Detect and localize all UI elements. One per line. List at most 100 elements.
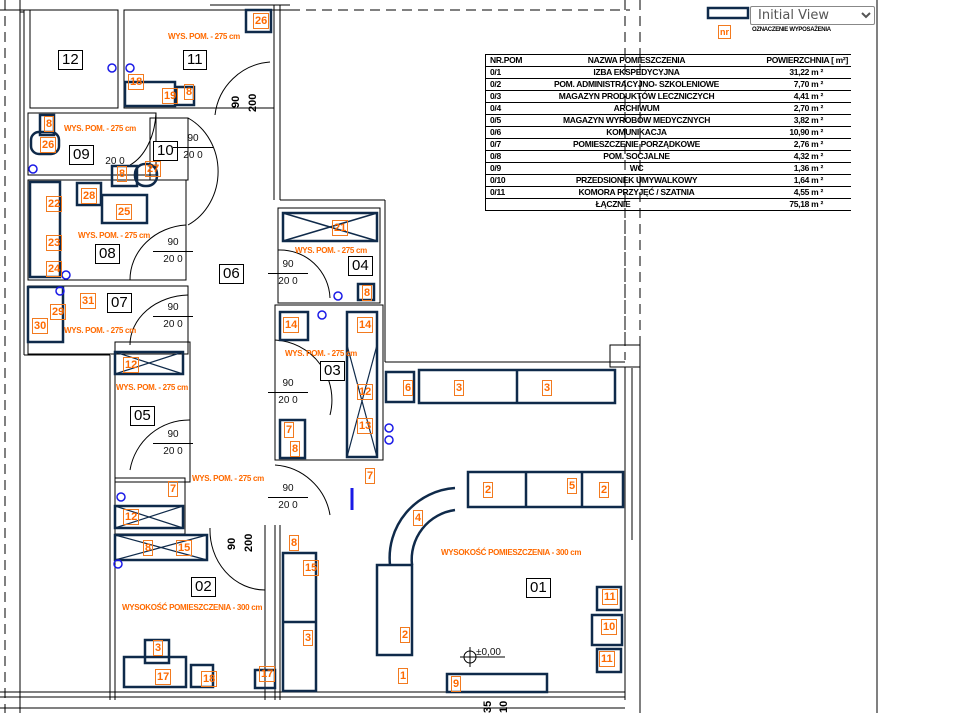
equipment-tag: 3 <box>153 640 164 656</box>
height-note: WYS. POM. - 275 cm <box>285 349 357 358</box>
equipment-tag: 14 <box>357 317 374 333</box>
room-area: 7,70 m ² <box>740 78 851 91</box>
table-header-row: NR.POM NAZWA POMIESZCZENIA POWIERZCHNIA … <box>485 54 851 67</box>
equipment-tag: 5 <box>567 478 578 494</box>
equipment-tag: 18 <box>128 74 145 90</box>
equipment-tag: 21 <box>332 220 349 236</box>
room-label-07: 07 <box>107 293 132 313</box>
room-name: ARCHIWUM <box>533 102 740 115</box>
room-area: 10,90 m ² <box>740 126 851 139</box>
room-number: 0/8 <box>485 150 533 163</box>
room-area: 31,22 m ² <box>740 66 851 79</box>
room-label-03: 03 <box>320 361 345 381</box>
equipment-tag: 26 <box>253 13 270 29</box>
table-total-row: ŁĄCZNIE 75,18 m ² <box>485 198 851 211</box>
height-note: WYS. POM. - 275 cm <box>64 124 136 133</box>
room-area: 4,41 m ² <box>740 90 851 103</box>
room-area: 4,55 m ² <box>740 186 851 199</box>
equipment-tag: 8 <box>290 441 301 457</box>
bottom-dim: 35 <box>482 700 494 713</box>
height-note: WYSOKOŚĆ POMIESZCZENIA - 300 cm <box>122 603 263 612</box>
equipment-tag: 30 <box>32 318 49 334</box>
room-label-04: 04 <box>348 256 373 276</box>
height-note: WYS. POM. - 275 cm <box>192 474 264 483</box>
room-number: 0/4 <box>485 102 533 115</box>
legend-tag-symbol: nr <box>718 25 731 39</box>
room-number: 0/3 <box>485 90 533 103</box>
door-dim-vertical: 200 <box>243 533 255 552</box>
equipment-tag: 6 <box>403 380 414 396</box>
room-area: 1,64 m ² <box>740 174 851 187</box>
bottom-dim: 10 <box>498 700 510 713</box>
equipment-tag: 8 <box>184 84 195 100</box>
room-number: 0/11 <box>485 186 533 199</box>
door-dim-vertical: 90 <box>226 537 238 550</box>
header-nr: NR.POM <box>485 54 533 67</box>
door-dim-vertical: 200 <box>247 93 259 112</box>
room-number: 0/1 <box>485 66 533 79</box>
equipment-tag: 9 <box>451 676 462 692</box>
room-name: IZBA EKSPEDYCYJNA <box>533 66 740 79</box>
equipment-tag: 26 <box>40 137 57 153</box>
room-area-table: NR.POM NAZWA POMIESZCZENIA POWIERZCHNIA … <box>485 54 851 211</box>
equipment-26 <box>244 8 273 34</box>
room-name: MAGAZYN PRODUKTÓW LECZNICZYCH <box>533 90 740 103</box>
room-number: 0/2 <box>485 78 533 91</box>
legend-tag-label: OZNACZENIE WYPOSAŻENIA <box>752 27 831 33</box>
total-area: 75,18 m ² <box>740 198 851 211</box>
room-number: 0/10 <box>485 174 533 187</box>
room-name: PRZEDSIONEK UMYWALKOWY <box>533 174 740 187</box>
equipment-tag: 11 <box>602 589 618 605</box>
equipment-tag: 10 <box>601 619 618 635</box>
equipment-tag: 8 <box>143 540 154 556</box>
equipment-tag: 2 <box>400 627 411 643</box>
view-select[interactable]: Initial View <box>750 6 875 25</box>
equipment-tag: 3 <box>542 380 553 396</box>
door-dim-vertical: 90 <box>230 95 242 108</box>
equipment-tag: 2 <box>483 482 494 498</box>
room-name: WC <box>533 162 740 175</box>
equipment-tag: 15 <box>303 560 320 576</box>
room-label-11: 11 <box>183 50 207 70</box>
room-number: 0/5 <box>485 114 533 127</box>
room-label-05: 05 <box>130 406 155 426</box>
equipment-tag: 3 <box>303 630 314 646</box>
room-name: KOMUNIKACJA <box>533 126 740 139</box>
equipment-tag: 11 <box>599 651 615 667</box>
equipment-tag: 4 <box>413 510 424 526</box>
equipment-tag: 29 <box>50 304 67 320</box>
room-area: 4,32 m ² <box>740 150 851 163</box>
equipment-tag: 15 <box>176 540 193 556</box>
height-note: WYS. POM. - 275 cm <box>168 32 240 41</box>
room-number: 0/7 <box>485 138 533 151</box>
equipment-tag: 12 <box>123 509 140 525</box>
equipment-tag: 7 <box>284 422 295 438</box>
room-number: 0/6 <box>485 126 533 139</box>
height-note: WYS. POM. - 275 cm <box>116 383 188 392</box>
room-label-08: 08 <box>95 244 120 264</box>
equipment-tag: 27 <box>145 161 162 177</box>
room-name: POMIESZCZENIE PORZĄDKOWE <box>533 138 740 151</box>
equipment-tag: 31 <box>80 293 97 309</box>
equipment-tag: 8 <box>362 285 373 301</box>
room-label-09: 09 <box>69 145 94 165</box>
equipment-tag: 12 <box>357 384 374 400</box>
equipment-tag: 8 <box>44 116 55 132</box>
room-name: POM. SOCJALNE <box>533 150 740 163</box>
